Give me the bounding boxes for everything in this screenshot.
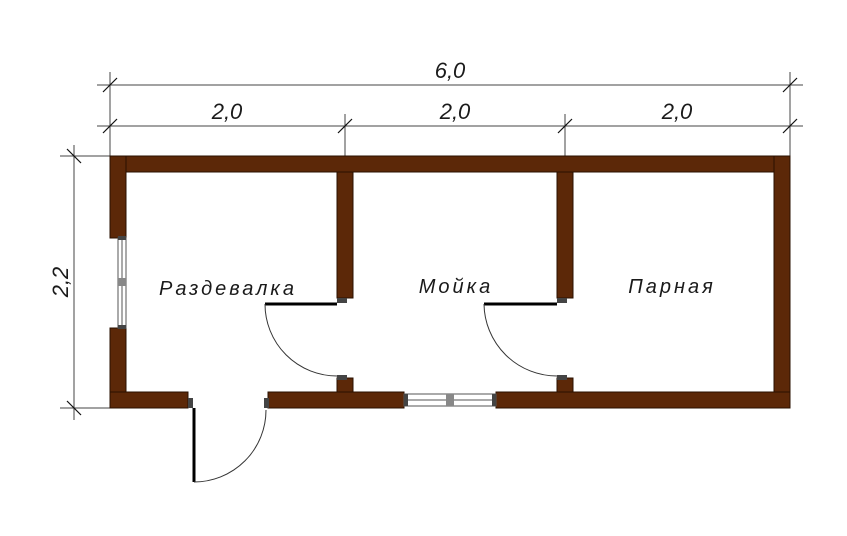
partition-2-lower <box>556 377 574 393</box>
door-entrance <box>188 398 269 483</box>
wall-top <box>109 155 791 173</box>
dimension-total-length: 6,0 <box>435 58 466 83</box>
wall-bottom-right <box>495 391 791 409</box>
dimension-section-1: 2,0 <box>211 99 243 124</box>
wall-bottom-mid <box>267 391 405 409</box>
wall-left-upper <box>109 155 127 239</box>
window-bottom <box>403 393 497 407</box>
partition-1-lower <box>336 377 354 393</box>
room-label-dressing: Раздевалка <box>159 278 297 300</box>
wall-right <box>773 155 791 409</box>
dimension-section-3: 2,0 <box>661 99 693 124</box>
dimension-width: 2,2 <box>48 267 73 299</box>
door-2 <box>483 298 567 380</box>
window-left <box>117 236 127 329</box>
room-label-washroom: Мойка <box>419 276 493 298</box>
dimension-lines <box>60 72 803 420</box>
room-label-steam-room: Парная <box>628 276 716 298</box>
partition-1-upper <box>336 171 354 299</box>
dimension-section-2: 2,0 <box>439 99 471 124</box>
door-1 <box>264 298 347 380</box>
partition-2-upper <box>556 171 574 299</box>
wall-bottom-left <box>109 391 189 409</box>
walls <box>109 155 791 409</box>
